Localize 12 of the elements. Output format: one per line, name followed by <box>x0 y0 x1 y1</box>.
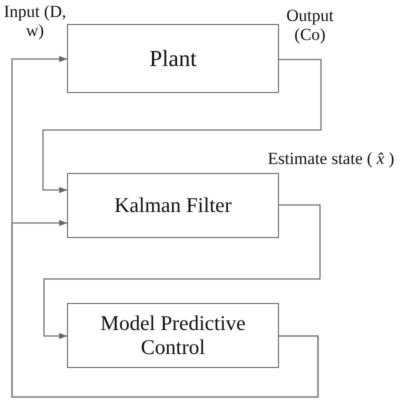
arrow <box>43 204 321 340</box>
arrow <box>42 58 322 194</box>
arrow <box>11 220 319 398</box>
signal-label: Input (D, w) <box>2 3 68 40</box>
process-box <box>67 24 279 93</box>
signal-label: Output (Co) <box>285 7 335 44</box>
box-label: Kalman Filter <box>114 194 232 218</box>
box-label: Model Predictive Control <box>99 312 247 359</box>
box-label: Plant <box>149 46 197 72</box>
process-box <box>67 303 279 368</box>
signal-label: Estimate state ( x̂ ) <box>266 150 396 169</box>
process-box <box>67 173 279 238</box>
